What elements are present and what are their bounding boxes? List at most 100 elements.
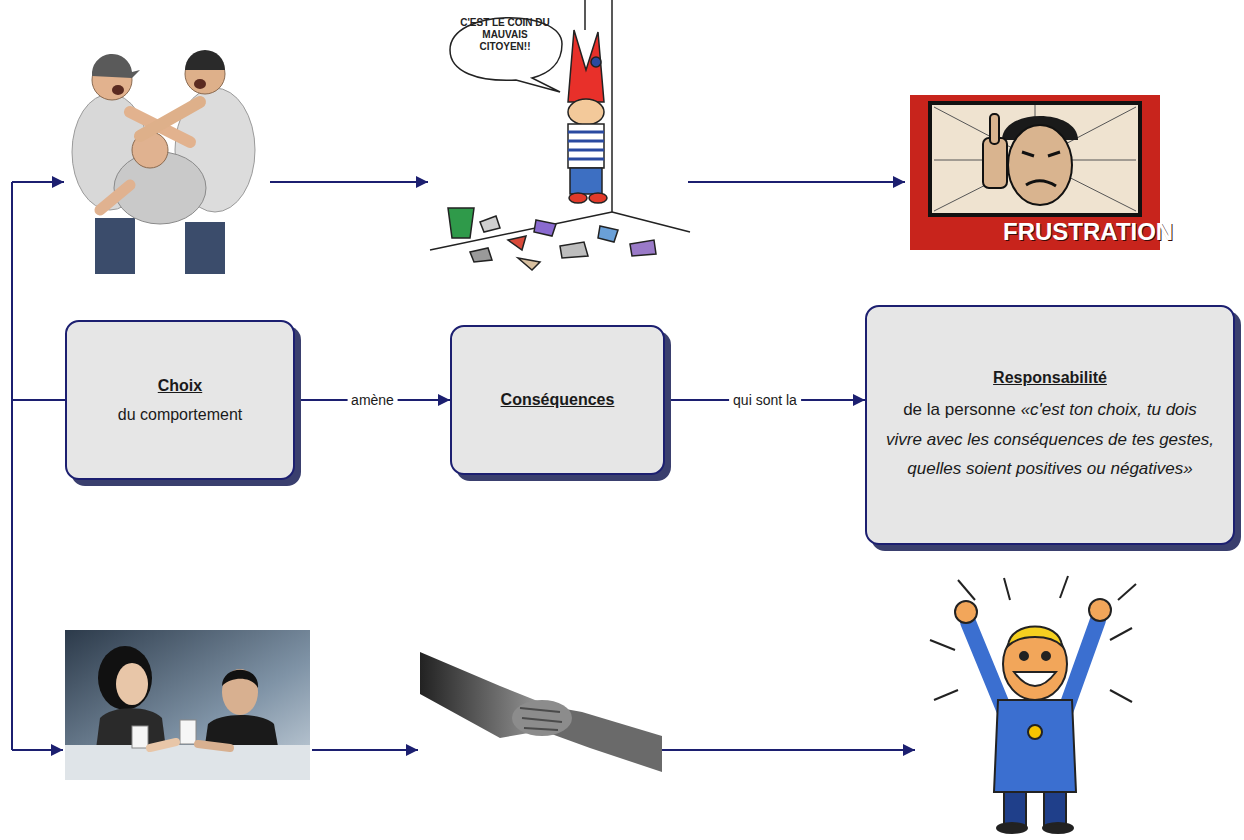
process-box: Responsabilité de la personne«c'est ton c… bbox=[865, 305, 1235, 545]
frustration-poster bbox=[1026, 181, 1056, 186]
happy-man-cartoon bbox=[1020, 652, 1028, 660]
frustration-poster bbox=[910, 95, 1160, 250]
happy-man-cartoon bbox=[1004, 578, 1010, 600]
corner-cartoon bbox=[534, 220, 556, 236]
corner-cartoon bbox=[612, 212, 690, 232]
couple-photo bbox=[180, 720, 196, 744]
happy-man-cartoon bbox=[1044, 792, 1066, 826]
couple-photo bbox=[150, 742, 176, 748]
corner-cartoon bbox=[591, 57, 601, 67]
box-heading: Responsabilité bbox=[993, 369, 1107, 386]
handshake-photo bbox=[420, 652, 662, 772]
box-heading: Choix bbox=[158, 377, 202, 394]
fight-photo bbox=[72, 50, 255, 274]
fight-photo bbox=[185, 50, 225, 70]
couple-photo bbox=[222, 669, 258, 715]
frustration-poster bbox=[1022, 152, 1060, 156]
flow-arrow bbox=[312, 749, 418, 751]
flow-arrow bbox=[662, 749, 915, 751]
corner-cartoon bbox=[569, 193, 587, 203]
happy-man-cartoon bbox=[930, 576, 1136, 833]
box-heading: Conséquences bbox=[501, 391, 615, 408]
couple-photo bbox=[65, 745, 310, 780]
happy-man-cartoon bbox=[1043, 823, 1073, 833]
handshake-photo bbox=[520, 708, 562, 730]
corner-cartoon bbox=[568, 131, 604, 134]
happy-man-cartoon bbox=[958, 580, 975, 600]
box-text: de la personne bbox=[903, 400, 1015, 419]
fight-photo bbox=[185, 222, 225, 274]
corner-cartoon bbox=[611, 0, 613, 212]
couple-photo bbox=[116, 663, 148, 705]
couple-photo bbox=[198, 744, 230, 748]
happy-man-cartoon bbox=[1008, 627, 1062, 647]
happy-man-cartoon bbox=[934, 690, 958, 700]
box-text: du comportement bbox=[118, 406, 243, 423]
corner-cartoon bbox=[508, 236, 526, 250]
text-paragraph: Choix bbox=[85, 374, 275, 397]
frustration-poster bbox=[934, 105, 1136, 211]
text-paragraph: de la personne«c'est ton choix, tu dois … bbox=[885, 395, 1215, 484]
happy-man-cartoon bbox=[930, 640, 955, 650]
fight-photo bbox=[92, 54, 140, 78]
corner-cartoon bbox=[589, 193, 607, 203]
poster-title: FRUSTRATION bbox=[1003, 218, 1157, 247]
bracket-line bbox=[11, 182, 13, 750]
connector-label: qui sont la bbox=[729, 392, 801, 408]
frustration-poster bbox=[983, 138, 1007, 188]
frustration-poster bbox=[990, 114, 999, 144]
happy-man-cartoon bbox=[1110, 690, 1132, 702]
frustration-poster bbox=[930, 103, 1140, 215]
fight-photo bbox=[95, 218, 135, 274]
process-box: Choix du comportement bbox=[65, 320, 295, 480]
corner-cartoon bbox=[568, 124, 604, 168]
corner-cartoon bbox=[598, 226, 618, 242]
flow-arrow bbox=[688, 181, 905, 183]
dunce-cap bbox=[568, 30, 604, 102]
corner-cartoon bbox=[584, 0, 586, 30]
fight-photo bbox=[194, 79, 206, 89]
bracket-branch bbox=[12, 399, 65, 401]
happy-man-cartoon bbox=[1028, 725, 1042, 739]
happy-man-cartoon bbox=[968, 622, 1005, 712]
fight-photo bbox=[112, 85, 124, 95]
couple-photo bbox=[132, 726, 148, 748]
frustration-poster bbox=[910, 95, 1160, 250]
speech-text: C'EST LE COIN DU MAUVAIS CITOYEN!! bbox=[458, 17, 552, 53]
happy-man-cartoon bbox=[1065, 620, 1098, 712]
text-paragraph: Responsabilité bbox=[885, 366, 1215, 389]
couple-photo bbox=[222, 670, 258, 688]
flow-arrow bbox=[12, 749, 63, 751]
fight-photo bbox=[140, 102, 200, 136]
corner-cartoon bbox=[568, 140, 604, 143]
happy-man-cartoon bbox=[1118, 584, 1136, 600]
corner-cartoon bbox=[470, 248, 492, 262]
happy-man-cartoon bbox=[1110, 628, 1132, 640]
flow-arrow bbox=[270, 181, 428, 183]
corner-cartoon bbox=[480, 216, 500, 232]
happy-man-cartoon bbox=[1089, 599, 1111, 621]
couple-photo bbox=[65, 630, 310, 780]
corner-cartoon bbox=[630, 240, 656, 256]
handshake-photo bbox=[512, 700, 572, 736]
frustration-poster bbox=[1008, 125, 1072, 205]
happy-man-cartoon bbox=[1060, 576, 1068, 598]
happy-man-cartoon bbox=[1042, 652, 1050, 660]
happy-man-cartoon bbox=[997, 823, 1027, 833]
corner-cartoon bbox=[448, 208, 474, 238]
corner-cartoon bbox=[570, 168, 602, 194]
corner-cartoon bbox=[518, 258, 540, 270]
happy-man-cartoon bbox=[955, 601, 977, 623]
text-paragraph: Conséquences bbox=[470, 388, 645, 411]
couple-photo bbox=[98, 646, 152, 710]
process-box: Conséquences bbox=[450, 325, 665, 475]
corner-cartoon bbox=[560, 242, 588, 258]
happy-man-cartoon bbox=[994, 700, 1076, 792]
corner-cartoon bbox=[568, 158, 604, 161]
corner-cartoon bbox=[568, 99, 604, 125]
corner-cartoon bbox=[430, 0, 690, 270]
connector-label: amène bbox=[347, 392, 398, 408]
couple-photo bbox=[65, 630, 310, 780]
happy-man-cartoon bbox=[1004, 792, 1026, 826]
